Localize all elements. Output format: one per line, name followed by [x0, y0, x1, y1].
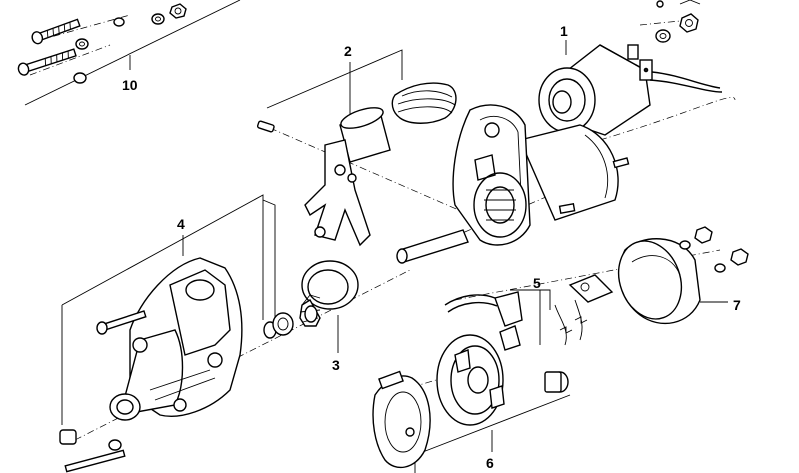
- callout-5: 5: [533, 275, 541, 291]
- callout-7: 7: [733, 297, 741, 313]
- callout-3: 3: [332, 357, 340, 373]
- pinion-drive-3: [299, 260, 359, 327]
- callout-2: 2: [344, 43, 352, 59]
- drive-end-bracket-4: [96, 257, 243, 421]
- leader-lines: [24, 0, 728, 473]
- engagement-lever-2: [256, 82, 457, 247]
- callout-1: 1: [560, 23, 568, 39]
- callout-6: 6: [486, 455, 494, 471]
- fastener-set-10: [17, 3, 187, 84]
- end-cap-7: [617, 226, 749, 325]
- commutator-end-plate-6: [372, 334, 569, 469]
- starter-motor-housing: [396, 104, 630, 264]
- callout-4: 4: [177, 216, 185, 232]
- callout-10: 10: [122, 77, 138, 93]
- brush-parts-5: [444, 274, 614, 351]
- solenoid-switch-1: [538, 44, 723, 136]
- bushing-and-clip: [59, 312, 294, 473]
- nut-set-top-right: [655, 0, 701, 43]
